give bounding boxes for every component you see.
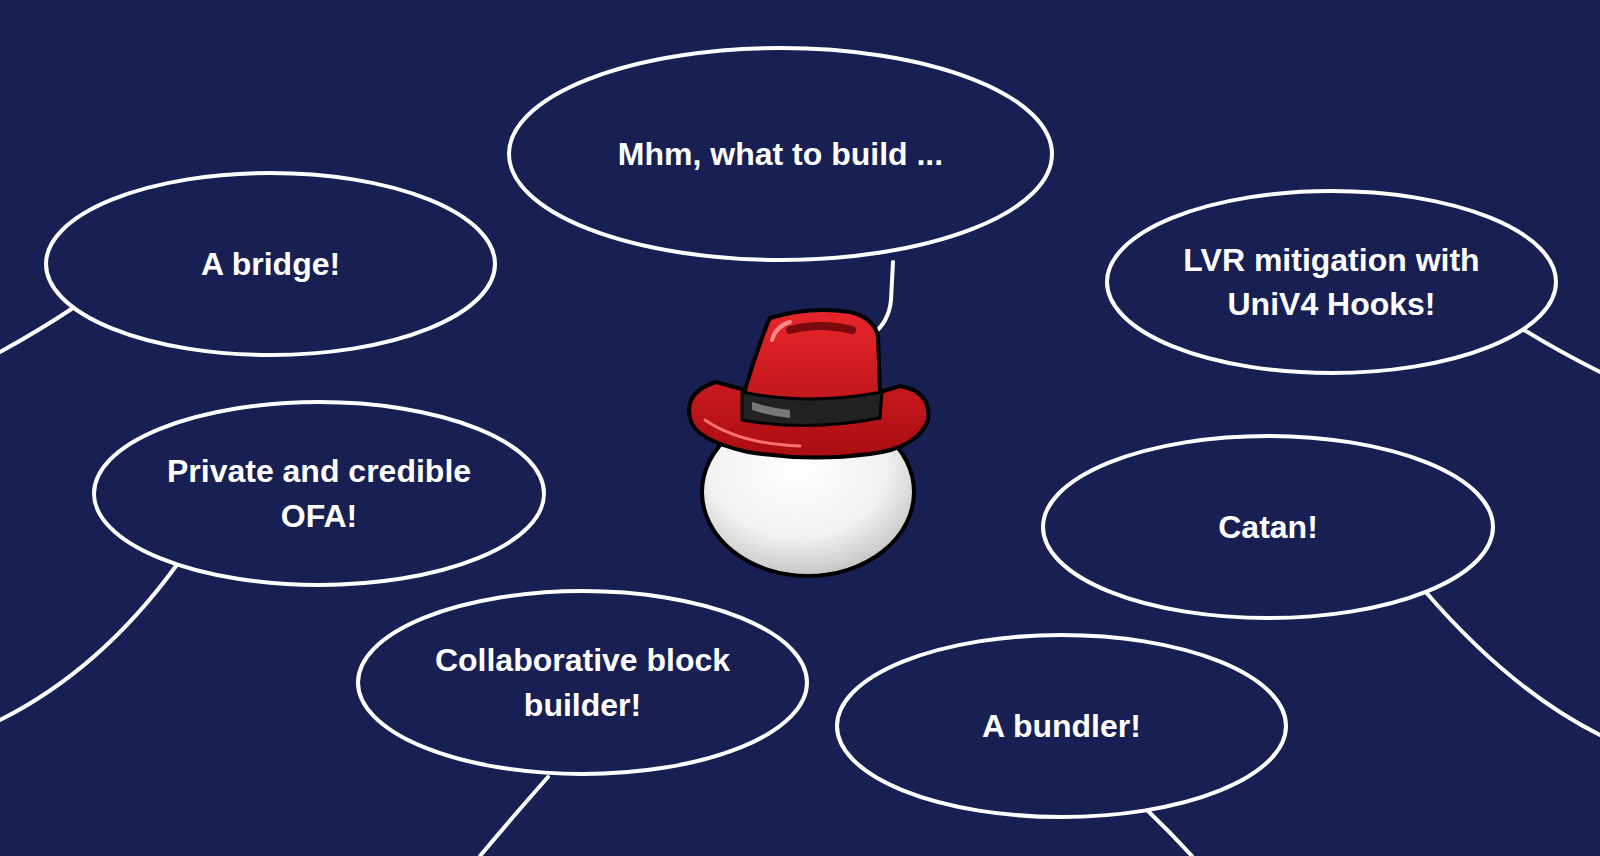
- speech-bubble: Mhm, what to build ...: [507, 46, 1054, 262]
- bubble-text: A bridge!: [106, 242, 436, 286]
- bubble-text: Private and credible OFA!: [147, 449, 492, 537]
- speech-bubble: A bridge!: [44, 171, 497, 357]
- bubble-text: Catan!: [1103, 505, 1433, 549]
- speech-bubble: A bundler!: [835, 633, 1288, 819]
- speech-bubble: Collaborative block builder!: [356, 589, 809, 776]
- speech-bubble: LVR mitigation with UniV4 Hooks!: [1105, 189, 1558, 375]
- bubble-text: A bundler!: [897, 704, 1227, 748]
- bubble-outline: [356, 589, 809, 776]
- bubble-text: LVR mitigation with UniV4 Hooks!: [1167, 238, 1497, 326]
- bubble-text: Mhm, what to build ...: [571, 132, 991, 176]
- speech-bubble: Private and credible OFA!: [92, 400, 546, 587]
- fedora-mascot: [689, 310, 928, 576]
- bubble-text: Collaborative block builder!: [418, 638, 748, 726]
- bubble-outline: [92, 400, 546, 587]
- bubble-outline: [1105, 189, 1558, 375]
- speech-bubble: Catan!: [1041, 434, 1495, 620]
